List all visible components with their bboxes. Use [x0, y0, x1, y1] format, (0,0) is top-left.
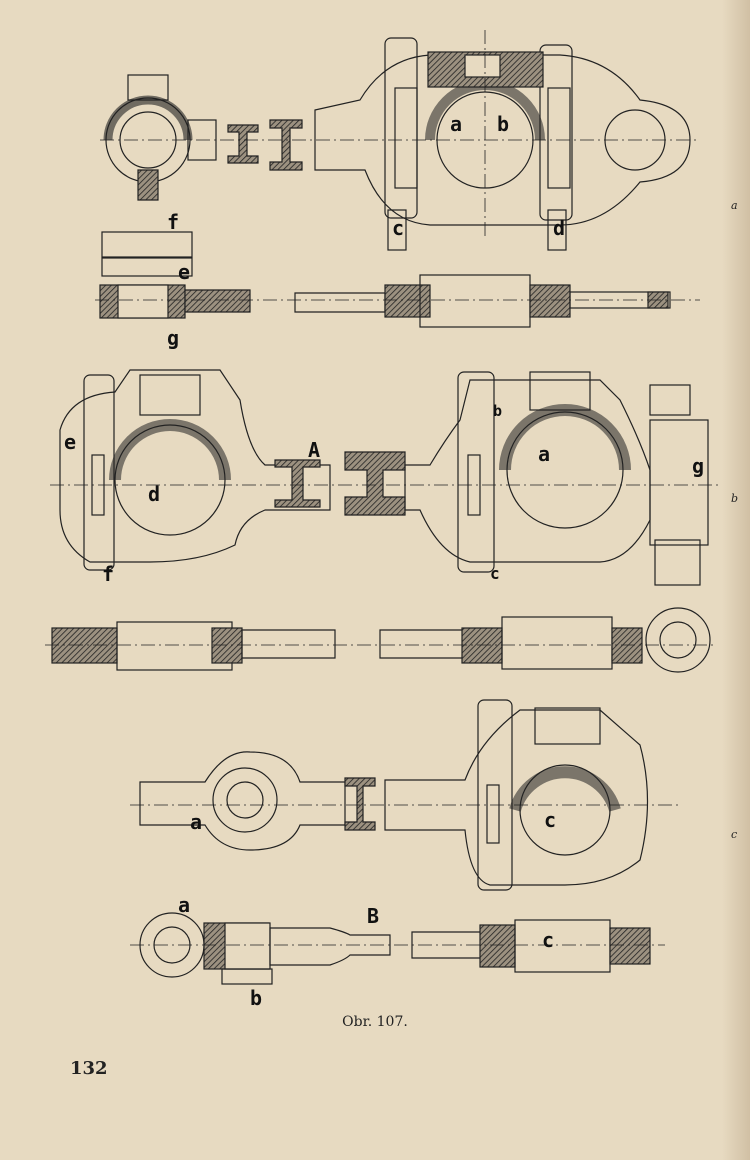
label-b-A: A [308, 438, 321, 462]
figure-a-plan [100, 30, 700, 251]
label-a-e: e [178, 260, 191, 284]
label-a-c: c [392, 216, 405, 240]
label-a-d: d [553, 216, 566, 240]
label-c-c-plan: c [544, 808, 557, 832]
label-b-e: e [64, 430, 77, 454]
label-b-d: d [148, 482, 161, 506]
label-c-B: B [367, 904, 380, 928]
side-label-a: a [731, 199, 738, 212]
label-b-g: g [692, 454, 705, 478]
label-b-f: f [102, 562, 115, 586]
figure-b-elevation [45, 607, 715, 673]
figure-a-elevation [95, 231, 700, 328]
figure-caption: Obr. 107. [342, 1014, 408, 1030]
figure-c-plan [130, 699, 680, 891]
label-a-a: a [450, 112, 463, 136]
side-label-c: c [731, 828, 738, 841]
label-a-g: g [167, 326, 180, 350]
label-c-a-elev: a [178, 893, 191, 917]
page-edge-shadow [722, 0, 750, 1160]
label-a-f: f [167, 210, 180, 234]
label-c-a-plan: a [190, 810, 203, 834]
page-number: 132 [70, 1058, 108, 1079]
label-c-c-elev: c [542, 928, 555, 952]
label-a-b: b [497, 112, 510, 136]
side-label-b: b [731, 492, 739, 505]
label-b-c: c [490, 564, 500, 583]
label-c-b: b [250, 986, 263, 1010]
figure-c-elevation [130, 912, 665, 985]
label-b-a: a [538, 442, 551, 466]
label-b-b: b [493, 402, 503, 420]
figure-b-plan [50, 369, 720, 586]
